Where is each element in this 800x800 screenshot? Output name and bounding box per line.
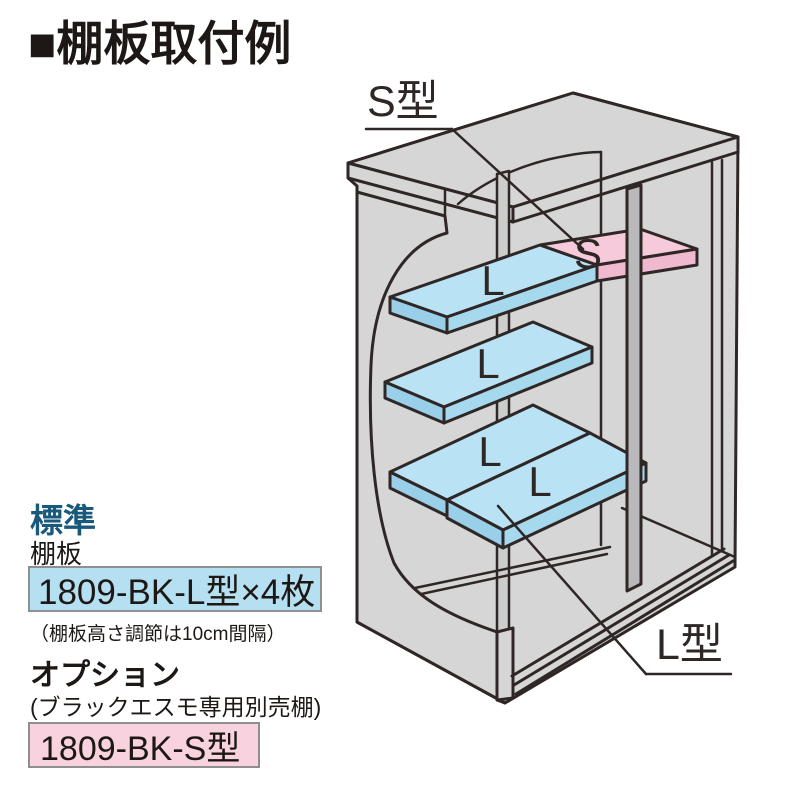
shelf-l4-end-face bbox=[445, 498, 505, 550]
option-sub-label: (ブラックエスモ専用別売棚) bbox=[30, 694, 322, 720]
page-title: ■棚板取付例 bbox=[28, 17, 292, 70]
shelf-letter-l4: L bbox=[528, 458, 551, 505]
label-s-leader bbox=[450, 127, 585, 251]
interior-floor-line-2 bbox=[410, 552, 609, 598]
option-code-box: 1809-BK-S型 bbox=[28, 722, 260, 768]
roof-fascia-right bbox=[511, 135, 740, 224]
wall-bottom-remnant bbox=[495, 626, 515, 702]
interior-ceiling-arc bbox=[456, 150, 603, 206]
shelf-s-front-face bbox=[595, 247, 699, 283]
shelf-l2-end-face bbox=[383, 380, 446, 425]
standard-code-text: 1809-BK-L型×4枚 bbox=[38, 572, 316, 612]
shelf-top-row bbox=[388, 227, 699, 335]
shelf-letter-l3: L bbox=[478, 428, 501, 475]
standard-sub-label: 棚板 bbox=[30, 539, 83, 569]
shelf-letter-s: S bbox=[574, 230, 602, 277]
shelf-letter-l1: L bbox=[481, 257, 504, 304]
shelf-middle bbox=[383, 320, 594, 425]
label-l-type: L型 bbox=[656, 621, 723, 669]
interior-floor-line-1 bbox=[413, 545, 612, 590]
door-post bbox=[625, 183, 643, 593]
door-rail-2 bbox=[512, 553, 731, 687]
shelf-l1-end-face bbox=[388, 295, 449, 335]
option-code-text: 1809-BK-S型 bbox=[40, 729, 241, 768]
shelf-bottom-pair bbox=[388, 403, 648, 550]
cutaway-wall bbox=[355, 190, 507, 705]
label-s-type: S型 bbox=[367, 78, 439, 126]
door-rail-3 bbox=[510, 547, 726, 678]
label-l-leader bbox=[496, 504, 648, 676]
standard-code-box: 1809-BK-L型×4枚 bbox=[28, 566, 322, 612]
standard-note: （棚板高さ調節は10cm間隔） bbox=[30, 624, 286, 645]
door-rail-1 bbox=[514, 559, 735, 696]
option-heading: オプション bbox=[30, 659, 180, 692]
standard-heading: 標準 bbox=[30, 502, 96, 539]
shelf-letter-l2: L bbox=[476, 340, 499, 387]
